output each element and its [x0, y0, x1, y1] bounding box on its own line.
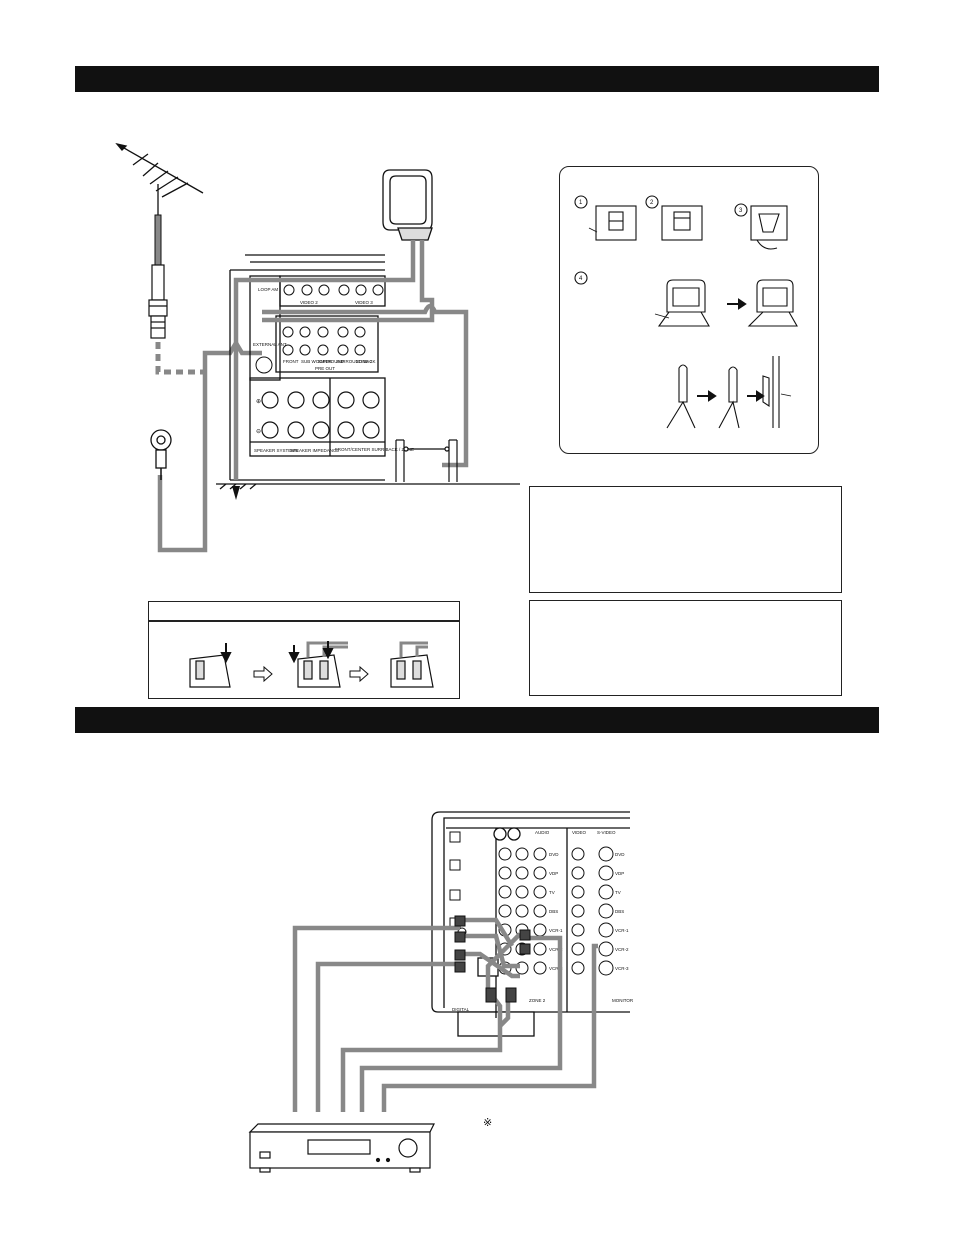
rca-jack [515, 885, 529, 899]
rca-jack [571, 942, 585, 956]
ground-wire [262, 303, 469, 468]
fm-cable [157, 338, 262, 553]
row-label-video: DVD [615, 852, 625, 857]
rca-jack [598, 865, 614, 881]
label-video3: VIDEO 3 [355, 300, 373, 305]
coax-cable [154, 214, 162, 266]
rca-jack [533, 961, 547, 975]
rca-jack [533, 923, 547, 937]
rca-jack [571, 904, 585, 918]
rca-jack [598, 960, 614, 976]
section-header-bar-bottom [75, 707, 879, 733]
minus-sign: ⊖ [256, 429, 261, 435]
rca-jack [571, 923, 585, 937]
rca-jack [498, 847, 512, 861]
speaker-terminals [261, 391, 380, 439]
row-label-video: VCR-2 [615, 947, 629, 952]
rca-jack [533, 866, 547, 880]
rca-jack [598, 903, 614, 919]
rca-jack [533, 942, 547, 956]
rca-jack [598, 884, 614, 900]
row-label-audio: VCR-2 [549, 947, 563, 952]
label-zone2-bottom: ZONE 2 [529, 998, 546, 1003]
step-marker-4: 4 [579, 276, 583, 282]
video-cables [292, 917, 598, 1112]
section-header-bar-top [75, 66, 879, 92]
rca-jack [515, 866, 529, 880]
rca-jack [598, 941, 614, 957]
rca-jack [571, 866, 585, 880]
row-label-audio: DVD [549, 852, 559, 857]
label-video: VIDEO [572, 830, 587, 835]
rca-jack [498, 885, 512, 899]
rca-jack [515, 847, 529, 861]
label-surround-back: SURROUND BACK [336, 359, 376, 364]
label-loop-am: LOOP AM [258, 287, 278, 292]
am-outdoor-antenna [395, 439, 458, 482]
row-label-video: TV [615, 890, 621, 895]
terminal-box-header-rule [148, 620, 460, 622]
row-label-audio: DBS [549, 909, 558, 914]
rca-jack [533, 885, 547, 899]
loop-assembly-steps: 1 2 3 4 [574, 195, 798, 429]
dashed-cable [155, 342, 208, 375]
rca-jack [533, 847, 547, 861]
row-label-audio: VCR-3 [549, 966, 563, 971]
f-connector [148, 264, 168, 339]
rca-jack [571, 885, 585, 899]
am-lead-wire-2 [262, 240, 435, 323]
rca-jack [571, 961, 585, 975]
step-marker-1: 1 [579, 200, 583, 206]
rca-jack [598, 846, 614, 862]
rca-jack [498, 866, 512, 880]
label-s-video: S-VIDEO [597, 830, 616, 835]
label-speaker-systems: SPEAKER SYSTEMS [254, 448, 298, 453]
assembly-arrows [697, 298, 765, 402]
row-label-video: DBS [615, 909, 624, 914]
am-lead-wire [233, 240, 416, 480]
ground-rod [232, 486, 240, 500]
note-box-1 [529, 486, 842, 593]
am-loop-antenna [382, 169, 433, 241]
label-video2: VIDEO 2 [300, 300, 318, 305]
row-label-video: VCR-3 [615, 966, 629, 971]
antenna-connection-diagram: ANTENNA LOOP AM EXTERNAL ANT Y PB/CB PR/… [115, 142, 520, 553]
label-front: FRONT [283, 359, 299, 364]
video-connection-diagram: AUDIO VIDEO S-VIDEO ZONE 2 DIGITAL MONIT… [248, 811, 634, 1173]
rca-jack [498, 904, 512, 918]
ground-line [216, 483, 520, 490]
row-label-video: VCR-1 [615, 928, 629, 933]
label-front-center: FRONT/CENTER SURR.BACK / ZONE [335, 447, 414, 452]
label-speaker-impedance: SPEAKER IMPEDANCE [290, 448, 339, 453]
row-label-audio: VDP [549, 871, 558, 876]
rca-jack [515, 904, 529, 918]
plus-sign: ⊕ [256, 399, 261, 405]
label-external-ant: EXTERNAL ANT [253, 342, 287, 347]
note-box-2 [529, 600, 842, 696]
row-label-video: VDP [615, 871, 624, 876]
rca-plugs [454, 915, 531, 1003]
rca-jack [598, 922, 614, 938]
receiver-rear-panel-top [229, 254, 386, 481]
reference-mark: ※ [483, 1116, 493, 1129]
terminal-connection-steps [189, 641, 434, 688]
label-pre-out: PRE OUT [315, 366, 335, 371]
label-surround: SURROUND [318, 359, 345, 364]
label-sub-woofer: SUB WOOFER [301, 359, 333, 364]
step-marker-2: 2 [650, 200, 654, 206]
rca-jack [571, 847, 585, 861]
fm-outdoor-antenna [115, 142, 204, 215]
label-audio: AUDIO [535, 830, 550, 835]
rca-jack [533, 904, 547, 918]
label-zone2: ZONE 2 [356, 359, 373, 364]
row-label-audio: VCR-1 [549, 928, 563, 933]
top-rca-jacks [255, 284, 384, 374]
step-marker-3: 3 [739, 208, 743, 214]
label-digital: DIGITAL [452, 1007, 470, 1012]
row-label-audio: TV [549, 890, 555, 895]
label-monitor: MONITOR [612, 998, 634, 1003]
dvd-player [248, 1123, 435, 1173]
coax-plug [150, 429, 172, 469]
